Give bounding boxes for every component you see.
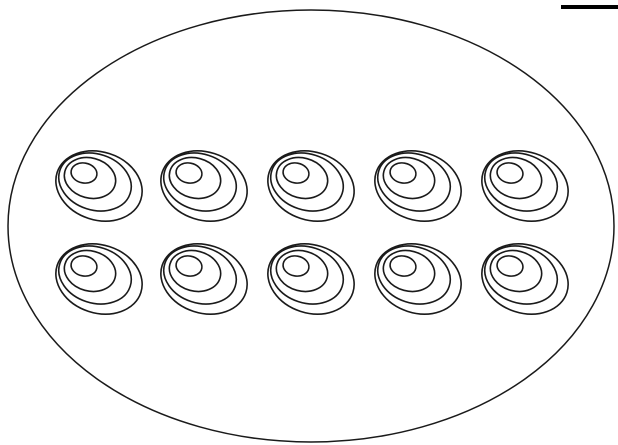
loop-ring-3 bbox=[60, 152, 121, 204]
loop-ring-3 bbox=[165, 152, 226, 204]
loop-unit-r2-c4 bbox=[366, 233, 471, 325]
loop-ring-4 bbox=[69, 254, 98, 278]
loop-unit-r2-c2 bbox=[152, 233, 257, 325]
loop-ring-2 bbox=[477, 144, 565, 220]
loop-unit-r1-c4 bbox=[366, 140, 471, 232]
loop-unit-r1-c3 bbox=[259, 140, 364, 232]
loop-ring-4 bbox=[174, 161, 203, 185]
loop-ring-3 bbox=[486, 245, 547, 297]
loop-ring-2 bbox=[263, 144, 351, 220]
units-grid bbox=[47, 140, 578, 325]
loop-ring-3 bbox=[272, 245, 333, 297]
loop-ring-2 bbox=[477, 237, 565, 313]
loop-ring-4 bbox=[495, 254, 524, 278]
loop-unit-r1-c1 bbox=[47, 140, 152, 232]
loop-ring-3 bbox=[60, 245, 121, 297]
loop-ring-3 bbox=[272, 152, 333, 204]
loop-ring-2 bbox=[51, 237, 139, 313]
loop-ring-4 bbox=[495, 161, 524, 185]
loop-ring-4 bbox=[388, 254, 417, 278]
loop-ring-4 bbox=[69, 161, 98, 185]
loop-unit-r2-c5 bbox=[473, 233, 578, 325]
loop-ring-4 bbox=[388, 161, 417, 185]
loop-ring-4 bbox=[281, 161, 310, 185]
loop-ring-2 bbox=[370, 144, 458, 220]
loop-ring-3 bbox=[486, 152, 547, 204]
loop-ring-3 bbox=[165, 245, 226, 297]
container-ellipse bbox=[8, 10, 614, 442]
loop-ring-2 bbox=[51, 144, 139, 220]
loop-ring-4 bbox=[174, 254, 203, 278]
loop-unit-r1-c2 bbox=[152, 140, 257, 232]
loop-ring-3 bbox=[379, 245, 440, 297]
loop-ring-2 bbox=[156, 237, 244, 313]
loop-unit-r1-c5 bbox=[473, 140, 578, 232]
loop-ring-2 bbox=[370, 237, 458, 313]
loop-unit-r2-c3 bbox=[259, 233, 364, 325]
loop-unit-r2-c1 bbox=[47, 233, 152, 325]
loop-ring-4 bbox=[281, 254, 310, 278]
loop-ring-2 bbox=[156, 144, 244, 220]
loop-ring-2 bbox=[263, 237, 351, 313]
loop-ring-3 bbox=[379, 152, 440, 204]
